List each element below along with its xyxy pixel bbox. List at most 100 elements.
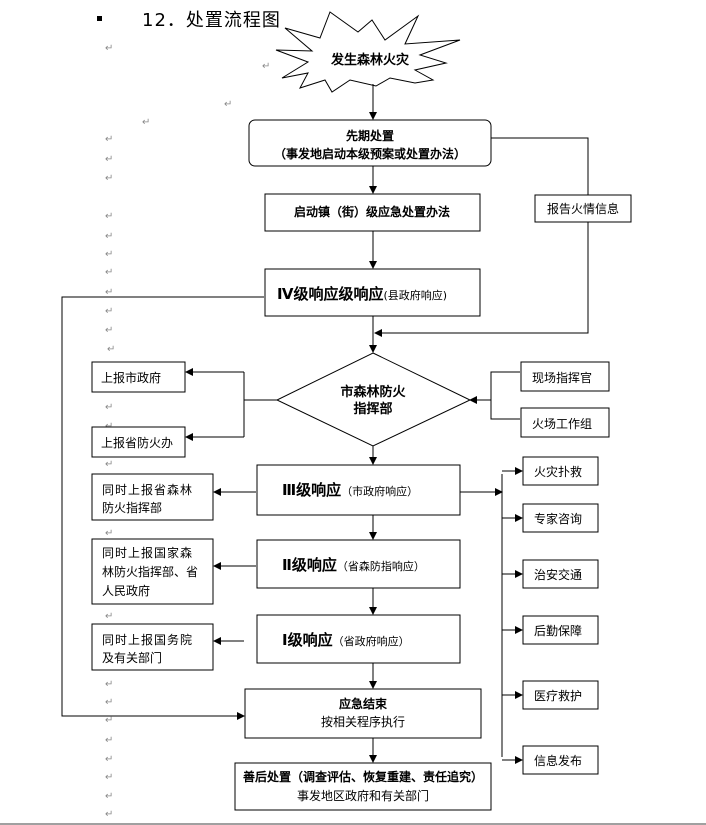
task-label: 信息发布 xyxy=(534,753,582,768)
level3-label: Ⅲ级响应（市政府响应） xyxy=(282,481,418,499)
report-city-box xyxy=(91,361,186,393)
page-bottom-rule xyxy=(0,823,706,825)
level1-report-box xyxy=(91,623,214,671)
level2-report-line1: 同时上报国家森 xyxy=(102,545,193,560)
paragraph-mark-icon: ↵ xyxy=(105,697,114,708)
paragraph-mark-icon: ↵ xyxy=(105,173,114,184)
level2-sub: （省森防指响应） xyxy=(337,559,425,573)
paragraph-mark-icon: ↵ xyxy=(105,267,114,278)
level4-main: Ⅳ级响应级响应 xyxy=(277,285,383,303)
paragraph-mark-icon: ↵ xyxy=(107,344,116,355)
line-initial-report xyxy=(491,137,589,195)
paragraph-mark-icon: ↵ xyxy=(105,809,114,820)
level4-label: Ⅳ级响应级响应(县政府响应) xyxy=(277,285,447,303)
aftermath-subtitle: 事发地区政府和有关部门 xyxy=(297,788,429,803)
connectors xyxy=(61,84,589,763)
task-box xyxy=(522,615,599,645)
end-subtitle: 按相关程序执行 xyxy=(321,714,405,729)
level1-report-line1: 同时上报国务院 xyxy=(102,632,193,647)
section-heading: 12．处置流程图 xyxy=(142,10,281,31)
fire-workgroup-label: 火场工作组 xyxy=(532,417,592,431)
paragraph-mark-icon: ↵ xyxy=(105,528,114,539)
aftermath-title: 善后处置（调查评估、恢复重建、责任追究） xyxy=(243,769,483,784)
end-title: 应急结束 xyxy=(339,696,388,711)
paragraph-mark-icon: ↵ xyxy=(105,772,114,783)
report-city-label: 上报市政府 xyxy=(101,370,161,385)
start-node: 发生森林火灾 xyxy=(275,11,461,93)
paragraph-mark-icon: ↵ xyxy=(105,715,114,726)
paragraph-mark-icon: ↵ xyxy=(105,306,114,317)
level2-main: Ⅱ级响应 xyxy=(282,556,337,574)
town-label: 启动镇（街）级应急处置办法 xyxy=(294,204,450,219)
level3-sub: （市政府响应） xyxy=(341,484,418,498)
paragraph-mark-icon: ↵ xyxy=(224,99,233,110)
task-box xyxy=(522,745,599,775)
end-box xyxy=(244,688,482,739)
level2-report-box xyxy=(91,538,214,605)
report-fire-box xyxy=(534,194,632,223)
paragraph-mark-icon: ↵ xyxy=(105,402,114,413)
task-box xyxy=(522,559,599,589)
level3-box xyxy=(256,464,461,516)
hq-diamond xyxy=(275,352,472,447)
task-label: 专家咨询 xyxy=(534,511,582,526)
paragraph-mark-icon: ↵ xyxy=(105,754,114,765)
level4-box xyxy=(264,268,481,317)
line-right-branch xyxy=(490,371,520,420)
task-label: 火灾扑救 xyxy=(534,464,582,479)
level3-report-line1: 同时上报省森林 xyxy=(102,482,193,497)
list-bullet-icon xyxy=(97,16,102,21)
paragraph-mark-icon: ↵ xyxy=(105,735,114,746)
level1-main: Ⅰ级响应 xyxy=(282,631,333,649)
aftermath-box xyxy=(234,762,492,811)
paragraph-mark-icon: ↵ xyxy=(105,249,114,260)
explosion-shape xyxy=(275,11,461,93)
town-level-box xyxy=(264,193,481,232)
arrow-level4-end xyxy=(61,296,264,720)
paragraph-mark-icon: ↵ xyxy=(105,459,114,470)
paragraph-mark-icon: ↵ xyxy=(105,325,114,336)
report-province-office-box xyxy=(91,426,186,458)
paragraph-mark-icon: ↵ xyxy=(105,43,114,54)
paragraph-mark-icon: ↵ xyxy=(105,211,114,222)
task-label: 后勤保障 xyxy=(534,623,582,638)
hq-line2: 指挥部 xyxy=(353,401,392,417)
initial-response-box xyxy=(248,119,492,167)
task-box xyxy=(522,503,599,533)
level1-label: Ⅰ级响应（省政府响应） xyxy=(282,631,410,649)
level1-sub: （省政府响应） xyxy=(333,634,410,648)
paragraph-mark-icon: ↵ xyxy=(105,611,114,622)
paragraph-mark-icon: ↵ xyxy=(105,287,114,298)
task-label: 治安交通 xyxy=(534,567,582,582)
paragraph-mark-icon: ↵ xyxy=(105,134,114,145)
initial-subtitle: （事发地启动本级预案或处置办法） xyxy=(274,146,466,161)
level4-sub: (县政府响应) xyxy=(383,288,447,302)
level3-report-box xyxy=(91,473,214,521)
level2-report-line2: 林防火指挥部、省 xyxy=(102,564,198,579)
onsite-commander-box xyxy=(520,361,610,392)
paragraph-mark-icon: ↵ xyxy=(105,231,114,242)
task-label: 医疗救护 xyxy=(534,688,582,703)
task-box xyxy=(522,680,599,710)
arrow-report-merge xyxy=(374,222,589,337)
level3-report-line2: 防火指挥部 xyxy=(102,500,162,515)
initial-title: 先期处置 xyxy=(346,128,394,143)
report-fire-label: 报告火情信息 xyxy=(547,201,619,216)
hq-line1: 市森林防火 xyxy=(340,384,406,400)
level1-report-line2: 及有关部门 xyxy=(102,650,162,665)
onsite-commander-label: 现场指挥官 xyxy=(532,370,592,385)
paragraph-mark-icon: ↵ xyxy=(105,679,114,690)
fire-workgroup-box xyxy=(520,407,610,438)
start-label: 发生森林火灾 xyxy=(330,52,410,68)
task-box xyxy=(522,456,599,486)
level3-main: Ⅲ级响应 xyxy=(282,481,341,499)
paragraph-mark-icon: ↵ xyxy=(105,791,114,802)
paragraph-mark-icon: ↵ xyxy=(262,61,271,72)
report-province-office-label: 上报省防火办 xyxy=(101,435,173,450)
paragraph-mark-icon: ↵ xyxy=(105,154,114,165)
level2-report-line3: 人民政府 xyxy=(102,583,150,598)
level1-box xyxy=(256,614,461,664)
level2-label: Ⅱ级响应（省森防指响应） xyxy=(282,556,425,574)
